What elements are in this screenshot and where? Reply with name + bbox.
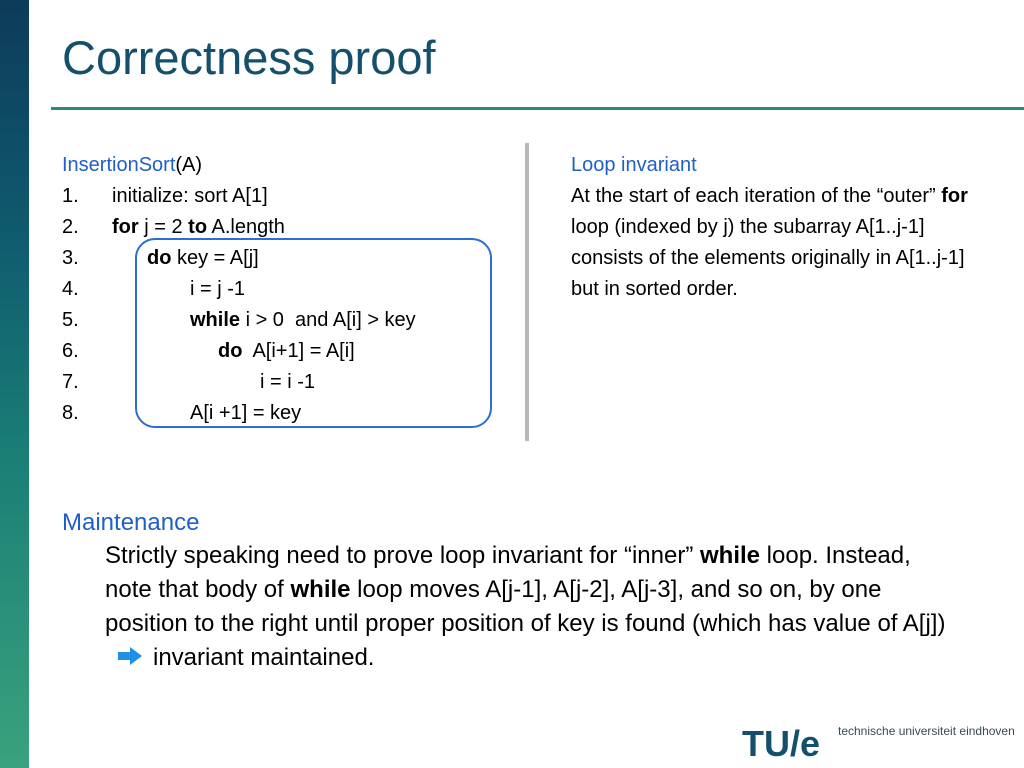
code-keyword: while	[190, 309, 241, 331]
code-fragment: key = A[j]	[171, 247, 259, 269]
code-fragment: i = i -1	[260, 371, 316, 393]
code-line: 7. i = i -1	[62, 367, 522, 398]
code-fragment: A[i+1] = A[i]	[242, 340, 355, 362]
line-number: 8.	[62, 402, 79, 424]
function-name: InsertionSort	[62, 154, 176, 176]
maintenance-keyword: while	[699, 542, 760, 569]
code-line: 8. A[i +1] = key	[62, 398, 522, 429]
maintenance-keyword: while	[290, 576, 351, 603]
line-number: 6.	[62, 340, 79, 362]
logo-mark: TU/e	[742, 723, 821, 764]
line-number: 2.	[62, 216, 79, 238]
maintenance-text-part: invariant maintained.	[153, 644, 375, 671]
invariant-title: Loop invariant	[571, 154, 697, 176]
invariant-text-part: At the start of each iteration of the “o…	[571, 185, 942, 207]
maintenance-text-part: loop. Instead, note that body of	[105, 542, 911, 603]
code-fragment: i = j -1	[190, 278, 246, 300]
pseudocode-block: InsertionSort(A) 1. initialize: sort A[1]…	[62, 150, 522, 429]
code-line: 6. do A[i+1] = A[i]	[62, 336, 522, 367]
line-number: 7.	[62, 371, 79, 393]
loop-highlight-box	[135, 238, 492, 428]
code-fragment: i > 0 and A[i] > key	[240, 309, 416, 331]
tue-logo: TU/e	[742, 724, 820, 764]
invariant-text-part: loop (indexed by j) the subarray A[1..j-…	[571, 216, 965, 300]
sidebar-gradient	[0, 0, 29, 768]
code-text: do key = A[j]	[147, 243, 259, 274]
loop-invariant-section: Loop invariant At the start of each iter…	[571, 150, 991, 305]
code-line: 3. do key = A[j]	[62, 243, 522, 274]
code-lines: 1. initialize: sort A[1] 2. for j = 2 to A.…	[62, 181, 522, 429]
line-number: 3.	[62, 247, 79, 269]
function-args: (A)	[175, 154, 203, 176]
code-keyword: do	[218, 340, 243, 362]
line-number: 4.	[62, 278, 79, 300]
title-divider	[51, 107, 1024, 110]
code-text: for j = 2 to A.length	[112, 212, 285, 243]
code-fragment: A.length	[207, 216, 285, 238]
slide-title: Correctness proof	[62, 31, 436, 84]
code-fragment: j = 2	[138, 216, 189, 238]
code-line: 1. initialize: sort A[1]	[62, 181, 522, 212]
maintenance-section: Maintenance Strictly speaking need to pr…	[62, 507, 962, 676]
maintenance-text-part: Strictly speaking need to prove loop inv…	[105, 542, 700, 569]
code-text: i = i -1	[260, 367, 315, 398]
right-arrow-icon	[117, 642, 143, 676]
vertical-divider	[525, 143, 529, 441]
maintenance-title: Maintenance	[62, 509, 200, 536]
code-text: A[i +1] = key	[190, 398, 301, 429]
code-line: 4. i = j -1	[62, 274, 522, 305]
code-line: 2. for j = 2 to A.length	[62, 212, 522, 243]
line-number: 1.	[62, 185, 79, 207]
code-header: InsertionSort(A)	[62, 150, 522, 181]
invariant-text: At the start of each iteration of the “o…	[571, 181, 991, 305]
code-fragment: initialize: sort A[1]	[112, 185, 268, 207]
code-keyword: to	[188, 216, 208, 238]
code-text: i = j -1	[190, 274, 245, 305]
code-line: 5. while i > 0 and A[i] > key	[62, 305, 522, 336]
maintenance-text-part: loop moves A[j-1], A[j-2], A[j-3], and s…	[105, 576, 946, 637]
invariant-keyword: for	[941, 185, 968, 207]
code-fragment: A[i +1] = key	[190, 402, 302, 424]
university-name: technische universiteit eindhoven	[838, 724, 1015, 738]
maintenance-text: Strictly speaking need to prove loop inv…	[105, 539, 962, 676]
code-keyword: for	[112, 216, 139, 238]
code-text: do A[i+1] = A[i]	[218, 336, 355, 367]
code-text: while i > 0 and A[i] > key	[190, 305, 416, 336]
code-text: initialize: sort A[1]	[112, 181, 268, 212]
line-number: 5.	[62, 309, 79, 331]
